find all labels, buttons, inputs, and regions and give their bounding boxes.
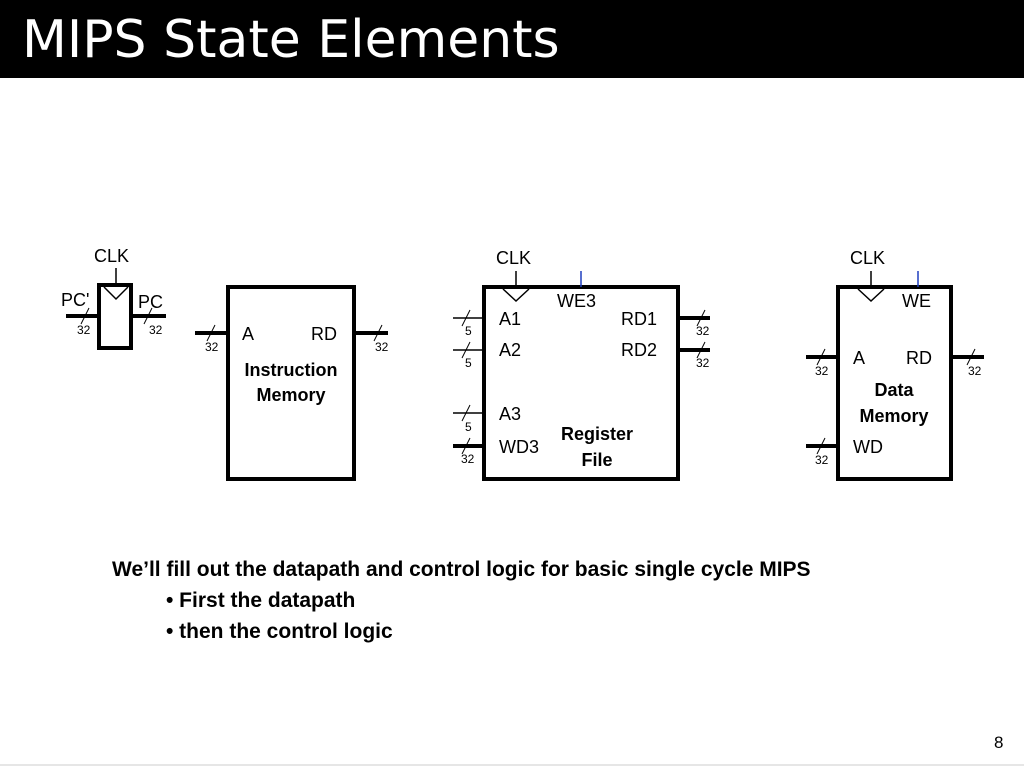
dm-a-width-label: 32: [815, 364, 829, 378]
pc-register-box: [97, 283, 133, 350]
pc-input-label: PC': [61, 290, 89, 310]
imem-name-line1: Instruction: [245, 360, 338, 380]
imem-name-line2: Memory: [256, 385, 325, 405]
rf-a1-width-tick: [461, 309, 471, 327]
imem-port-rd-label: RD: [311, 324, 337, 344]
rf-clk-label: CLK: [496, 248, 531, 268]
caption-heading: We’ll fill out the datapath and control …: [112, 558, 811, 581]
rf-a3-width-tick: [461, 404, 471, 422]
rf-wd3-width-label: 32: [461, 452, 475, 466]
imem-rd-width-label: 32: [375, 340, 389, 354]
rf-a3-width-label: 5: [465, 420, 472, 434]
rf-a1-label: A1: [499, 309, 521, 329]
rf-wd3-width-tick: [461, 437, 471, 455]
imem-rd-width-tick: [373, 324, 383, 342]
imem-port-a-label: A: [242, 324, 254, 344]
rf-we3-label: WE3: [557, 291, 596, 311]
rf-a2-label: A2: [499, 340, 521, 360]
pc-clk-label: CLK: [94, 246, 129, 266]
rf-rd2-width-label: 32: [696, 356, 710, 370]
dm-rd-width-tick: [966, 348, 976, 366]
pc-out-width-label: 32: [149, 323, 163, 337]
rf-rd1-width-tick: [696, 309, 706, 327]
imem-a-width-label: 32: [205, 340, 219, 354]
bottom-rule: [0, 764, 1024, 766]
dm-wd-width-label: 32: [815, 453, 829, 467]
dm-clock-triangle: [857, 288, 885, 303]
rf-rd1-label: RD1: [621, 309, 657, 329]
caption-bullet-2: • then the control logic: [166, 620, 393, 643]
dm-name-line1: Data: [874, 380, 914, 400]
caption-bullet-1: • First the datapath: [166, 589, 356, 612]
dm-rd-width-label: 32: [968, 364, 982, 378]
pc-clock-triangle: [103, 286, 129, 301]
caption: We’ll fill out the datapath and control …: [112, 554, 811, 647]
register-file: CLK WE3 A1 A2 A3 WD3 RD1 RD2 Register Fi…: [453, 248, 710, 481]
dm-port-a-label: A: [853, 348, 865, 368]
pc-in-width-label: 32: [77, 323, 91, 337]
rf-a3-label: A3: [499, 404, 521, 424]
rf-a2-width-tick: [461, 341, 471, 359]
rf-a2-width-label: 5: [465, 356, 472, 370]
rf-name-line1: Register: [561, 424, 633, 444]
dm-port-wd-label: WD: [853, 437, 883, 457]
rf-name-line2: File: [581, 450, 612, 470]
data-memory: CLK WE A RD WD Data Memory 32 32 32: [806, 248, 984, 481]
slide-title: MIPS State Elements: [22, 10, 560, 70]
dm-wd-width-tick: [816, 437, 826, 455]
imem-a-width-tick: [206, 324, 216, 342]
rf-clock-triangle: [502, 288, 530, 303]
state-elements-diagram: CLK PC' PC 32 32 A RD Instruction Memory…: [61, 246, 984, 481]
rf-wd3-label: WD3: [499, 437, 539, 457]
dm-clk-label: CLK: [850, 248, 885, 268]
pc-output-label: PC: [138, 292, 163, 312]
dm-port-rd-label: RD: [906, 348, 932, 368]
rf-rd2-width-tick: [696, 341, 706, 359]
pc-out-width-tick: [143, 307, 153, 325]
instruction-memory: A RD Instruction Memory 32 32: [195, 285, 389, 481]
rf-a1-width-label: 5: [465, 324, 472, 338]
page-number: 8: [994, 733, 1004, 752]
rf-rd1-width-label: 32: [696, 324, 710, 338]
instruction-memory-box: [226, 285, 356, 481]
dm-we-label: WE: [902, 291, 931, 311]
dm-name-line2: Memory: [859, 406, 928, 426]
dm-a-width-tick: [816, 348, 826, 366]
pc-register: CLK PC' PC 32 32: [61, 246, 166, 350]
title-bar: MIPS State Elements: [0, 0, 1024, 78]
rf-rd2-label: RD2: [621, 340, 657, 360]
pc-in-width-tick: [80, 307, 90, 325]
data-memory-box: [836, 285, 953, 481]
